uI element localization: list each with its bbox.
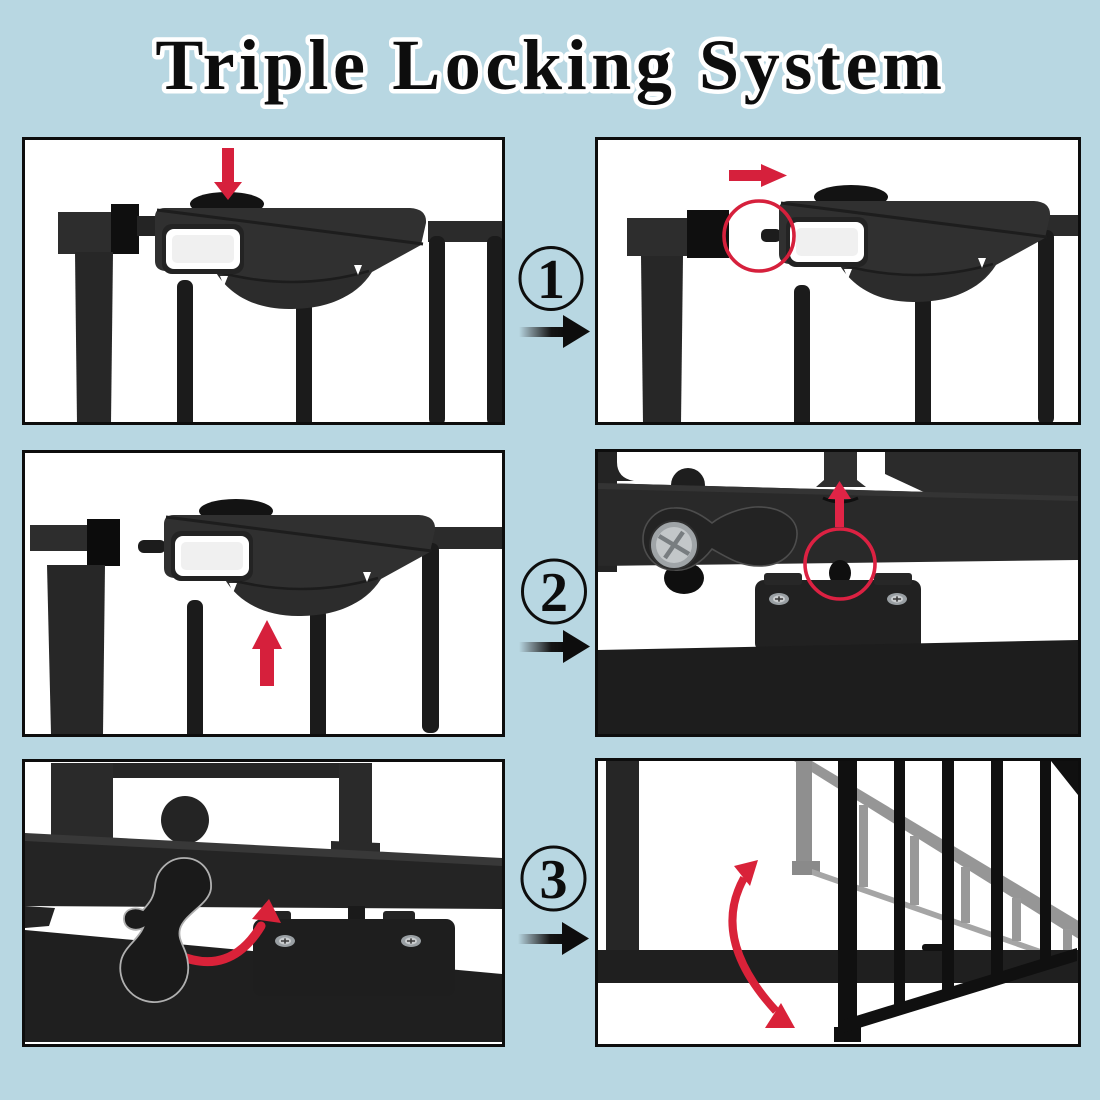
svg-text:2: 2 [540, 562, 568, 624]
svg-text:1: 1 [537, 249, 565, 311]
svg-text:3: 3 [540, 849, 568, 911]
svg-text:Triple Locking System: Triple Locking System [155, 25, 946, 105]
